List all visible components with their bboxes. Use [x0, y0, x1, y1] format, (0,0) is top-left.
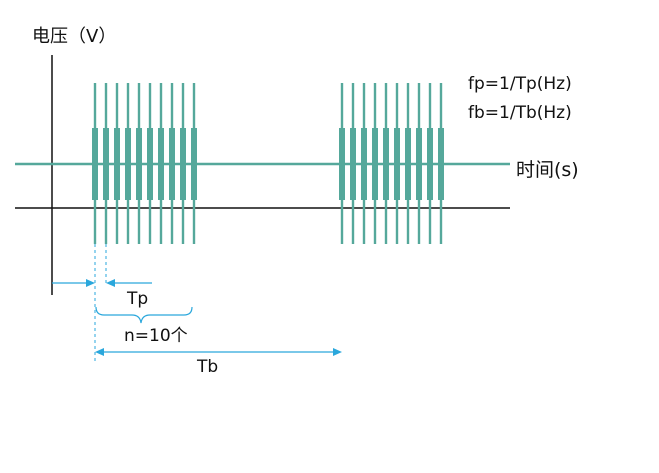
pulse-body	[372, 128, 378, 200]
tb-arrow-right-head	[333, 348, 342, 356]
tb-label: Tb	[196, 357, 218, 377]
pulse-body	[136, 128, 142, 200]
pulse-body	[103, 128, 109, 200]
tp-label: Tp	[126, 289, 148, 309]
pulse-body	[405, 128, 411, 200]
pulse-body	[191, 128, 197, 200]
pulse-body	[180, 128, 186, 200]
pulse-body	[339, 128, 345, 200]
pulse-body	[125, 128, 131, 200]
pulse-body	[147, 128, 153, 200]
pulse-body	[350, 128, 356, 200]
pulse-body	[158, 128, 164, 200]
pulse-body	[114, 128, 120, 200]
n-label: n=10个	[124, 326, 188, 346]
formula-fp: fp=1/Tp(Hz)	[468, 74, 572, 94]
pulse-body	[92, 128, 98, 200]
tp-arrow-left-head	[86, 279, 95, 287]
pulse-body	[169, 128, 175, 200]
y-axis-label: 电压（V）	[32, 26, 116, 47]
n-brace	[95, 306, 193, 324]
tb-arrow-left-head	[95, 348, 104, 356]
pulse-body	[416, 128, 422, 200]
pulse-body	[438, 128, 444, 200]
pulse-body	[427, 128, 433, 200]
pulse-bursts	[92, 83, 444, 244]
formula-fb: fb=1/Tb(Hz)	[468, 103, 572, 123]
pulse-body	[361, 128, 367, 200]
pulse-body	[394, 128, 400, 200]
pulse-body	[383, 128, 389, 200]
x-axis-label: 时间(s)	[516, 159, 579, 181]
tp-arrow-right-head	[106, 279, 115, 287]
